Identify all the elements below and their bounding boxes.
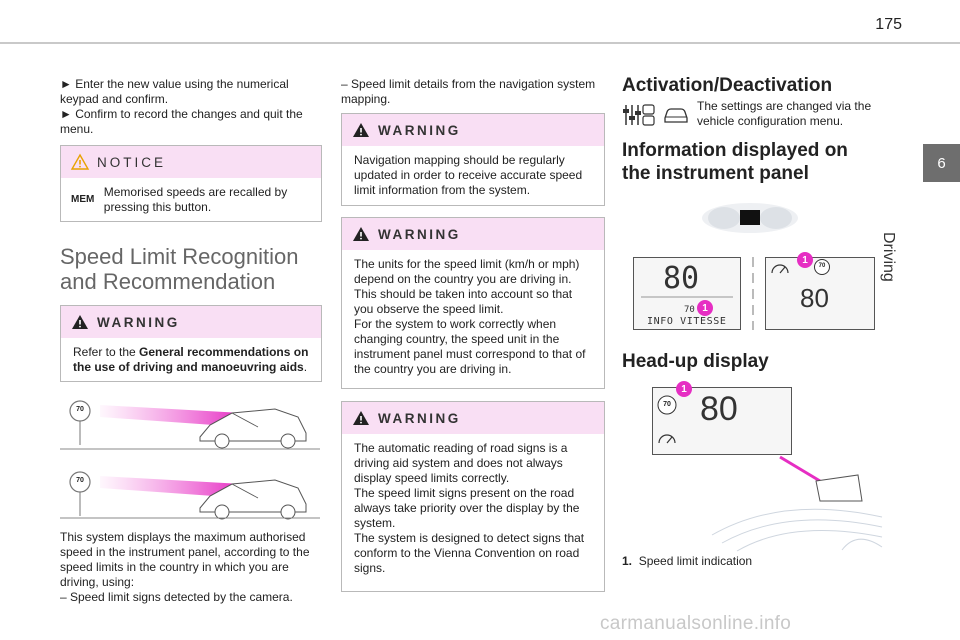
legend-text: Speed limit indication [638, 554, 753, 568]
warning-4-title: WARNING [378, 410, 461, 426]
warning-box-2: WARNING Navigation mapping should be reg… [341, 113, 605, 206]
cluster-display-right [765, 257, 875, 330]
description-text: This system displays the maximum authori… [60, 530, 310, 589]
notice-triangle-icon [70, 153, 90, 170]
notice-box: NOTICE MEM Memorised speeds are recalled… [60, 145, 322, 222]
warning-box-3: WARNING The units for the speed limit (k… [341, 217, 605, 389]
step-confirm: ► Confirm to record the changes and quit… [60, 107, 303, 136]
warning-box-4: WARNING The automatic reading of road si… [341, 401, 605, 592]
warning-4-text-3: The system is designed to detect signs t… [354, 531, 585, 575]
cluster-right-speed: 80 [800, 283, 829, 313]
warning-3-header: WARNING [342, 218, 604, 250]
header-rule [0, 42, 960, 44]
cluster-left-small-speed: 70 [684, 305, 695, 315]
cluster-right-sign: 70 [818, 263, 826, 269]
settings-sliders-icon [623, 104, 655, 126]
legend: 1. Speed limit indication [622, 554, 882, 569]
cluster-divider [752, 257, 754, 330]
bullet-navigation: – Speed limit details from the navigatio… [341, 77, 596, 106]
bullet-camera: – Speed limit signs detected by the came… [60, 590, 293, 604]
warning-4-text-2: The speed limit signs present on the roa… [354, 486, 580, 530]
speed-sign-illustration-2 [60, 471, 320, 520]
callout-1-right: 1 [797, 252, 813, 268]
warning-1-title: WARNING [97, 314, 180, 330]
intro-steps: ► Enter the new value using the numerica… [60, 77, 318, 137]
speed-sign-1-icon [69, 400, 91, 422]
hud-display [652, 387, 792, 455]
speed-sign-1-value: 70 [76, 406, 84, 413]
notice-title: NOTICE [97, 154, 167, 170]
watermark: carmanualsonline.info [600, 613, 792, 634]
hud-title: Head-up display [622, 351, 769, 372]
warning-3-text-3: For the system to work correctly when ch… [354, 317, 586, 376]
activation-text: The settings are changed via the vehicle… [697, 99, 872, 128]
warning-4-header: WARNING [342, 402, 604, 434]
warning-box-1: WARNING Refer to the General recommendat… [60, 305, 322, 382]
warning-2-text: Navigation mapping should be regularly u… [354, 153, 583, 197]
warning-triangle-icon [353, 411, 369, 425]
warning-3-title: WARNING [378, 226, 461, 242]
page-number: 175 [875, 16, 902, 33]
callout-1-left: 1 [697, 300, 713, 316]
warning-3-text-1: The units for the speed limit (km/h or m… [354, 257, 580, 286]
warning-3-body: The units for the speed limit (km/h or m… [342, 250, 604, 385]
notice-text: Memorised speeds are recalled by pressin… [103, 185, 288, 214]
chapter-label: Driving [880, 232, 897, 282]
speed-sign-2-value: 70 [76, 477, 84, 484]
callout-1-hud: 1 [676, 381, 692, 397]
legend-number: 1. [622, 554, 633, 568]
warning-1-bold-link: General recommendations on the use of dr… [73, 345, 309, 374]
warning-1-body: Refer to the General recommendations on … [61, 338, 321, 383]
info-title: Information displayed on the instrument … [622, 139, 882, 185]
warning-1-text: Refer to the [73, 345, 140, 359]
warning-triangle-icon [72, 315, 88, 329]
chapter-tab[interactable]: 6 [923, 144, 960, 182]
speed-sign-2-icon [69, 471, 91, 493]
activation-title: Activation/Deactivation [622, 75, 833, 96]
hud-speed: 80 [700, 390, 738, 428]
warning-1-period: . [303, 360, 308, 374]
camera-beam-1 [100, 405, 242, 427]
warning-1-header: WARNING [61, 306, 321, 338]
section-title: Speed Limit Recognition and Recommendati… [60, 244, 299, 294]
warning-2-header: WARNING [342, 114, 604, 146]
cluster-left-speed: 80 [663, 261, 700, 296]
warning-2-title: WARNING [378, 122, 461, 138]
cluster-display-left [633, 257, 741, 330]
mem-button-icon: MEM [71, 194, 95, 205]
info-title-line-1: Information displayed on [622, 140, 848, 161]
speed-sign-illustration-1 [60, 400, 320, 450]
warning-triangle-icon [353, 227, 369, 241]
cluster-left-caption: INFO VITESSE [647, 316, 727, 327]
vehicle-icon [664, 108, 688, 123]
warning-3-text-2: This should be taken into account so tha… [354, 287, 573, 316]
instrument-panel-icon [702, 203, 798, 233]
warning-triangle-icon [353, 123, 369, 137]
warning-4-text-1: The automatic reading of road signs is a… [354, 441, 568, 485]
info-title-line-2: the instrument panel [622, 163, 809, 184]
hud-windscreen-illustration [711, 455, 883, 552]
system-description: This system displays the maximum authori… [60, 530, 318, 605]
camera-beam-2 [100, 476, 242, 498]
step-enter-value: ► Enter the new value using the numerica… [60, 77, 289, 106]
warning-4-body: The automatic reading of road signs is a… [342, 434, 604, 584]
notice-header: NOTICE [61, 146, 321, 178]
hud-sign: 70 [663, 401, 671, 408]
